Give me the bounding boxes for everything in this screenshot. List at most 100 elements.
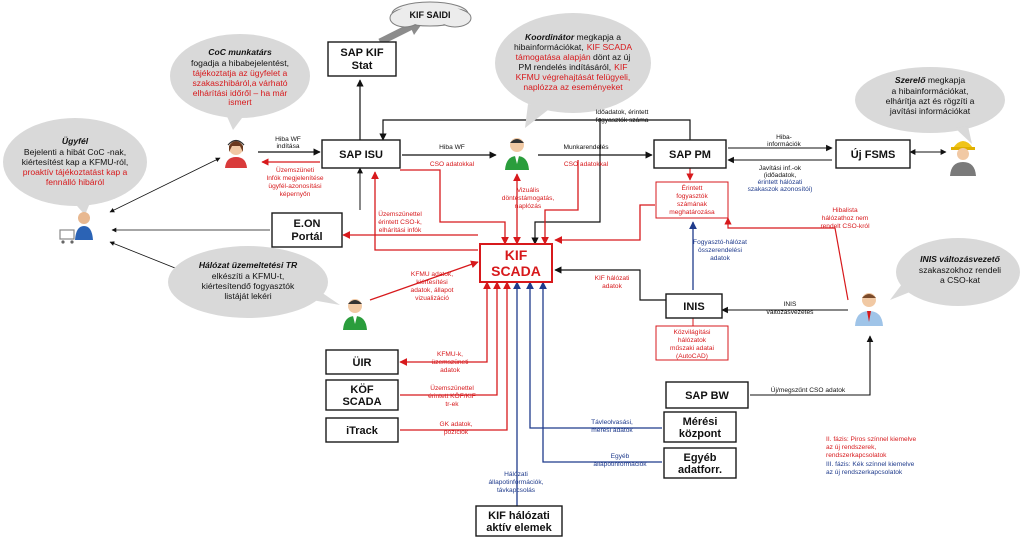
bubble-ugyfel-title: Ügyfél: [62, 136, 89, 146]
label-egyeb-allapot-2: állapotinformációk: [593, 461, 647, 468]
box-egyeb-adatforr[interactable]: Egyéb adatforr.: [663, 447, 737, 479]
bubble-szerelo-line-1: Szerelő megkapja: [895, 75, 965, 85]
box-erintett-fogyasztok[interactable]: Érintett fogyasztók számának meghatározá…: [655, 181, 729, 219]
erintett-line-3: számának: [677, 201, 708, 208]
label-uzemszunet-1: Üzemszüneti: [276, 166, 315, 174]
box-sap-bw[interactable]: SAP BW: [665, 381, 749, 409]
label-fogyaszto-halozat-2: összerendelési: [698, 247, 743, 254]
label-egyeb-allapot-1: Egyéb: [611, 453, 630, 460]
box-kozvilagitasi[interactable]: Közvilágítási hálózatok műszaki adatai (…: [655, 325, 729, 361]
erintett-line-4: meghatározása: [669, 209, 715, 216]
label-halozati-allapot-2: állapotinformációk,: [489, 479, 544, 486]
box-sap-kif-stat[interactable]: SAP KIF Stat: [327, 41, 397, 77]
bubble-koordinator: Koordinátor megkapja a hibainformációkat…: [495, 13, 651, 128]
bubble-coc-line-2: tájékoztatja az ügyfelet a: [193, 68, 288, 78]
label-fogyaszto-halozat-1: Fogyasztó-hálózat: [693, 239, 747, 246]
erintett-line-2: fogyasztók: [676, 193, 708, 200]
bubble-coc: CoC munkatárs fogadja a hibabejelentést,…: [170, 34, 310, 130]
box-uj-fsms-label: Új FSMS: [851, 148, 896, 161]
arrow-egyeb-to-scada: [539, 281, 662, 463]
bubble-halozat-line-3: listáját lekéri: [224, 291, 271, 301]
label-kfmu-adatok-3: adatok, állapot: [411, 287, 454, 294]
bubble-coc-line-4: elhárítási időről – ha már: [193, 88, 288, 98]
box-inis[interactable]: INIS: [665, 293, 723, 319]
box-uir-label: ÜIR: [353, 356, 372, 369]
label-javitasi-1: Javítási inf.-ok: [759, 165, 802, 172]
kozvilagitasi-line-4: (AutoCAD): [676, 353, 708, 360]
box-sap-pm-label: SAP PM: [669, 149, 711, 161]
bubble-koordinator-hibainfo: hibainformációkat,: [514, 42, 584, 52]
bubble-koordinator-line-6: naplózza az eseményeket: [523, 82, 623, 92]
bubble-halozat: Hálózat üzemeltetési TR elkészíti a KFMU…: [168, 246, 340, 318]
label-vizualis-3: naplózás: [515, 203, 542, 210]
box-egyeb-adatforr-line-1: Egyéb: [683, 452, 716, 464]
box-kof-scada[interactable]: KÖF SCADA: [325, 379, 399, 411]
label-kfmu-adatok-1: KFMU adatok,: [411, 271, 453, 278]
label-uzemszunettel-kof-1: Üzemszünettel: [430, 384, 474, 392]
label-tavleolvasasi-1: Távleolvasási,: [591, 419, 633, 426]
box-uir[interactable]: ÜIR: [325, 349, 399, 375]
label-uzemszunettel-portal-1: Üzemszünettel: [378, 210, 422, 218]
box-itrack[interactable]: iTrack: [325, 417, 399, 443]
box-kif-scada-line-1: KIF: [505, 247, 528, 263]
bubble-koordinator-line-5: KFMU végrehajtását felügyeli,: [516, 72, 631, 82]
box-uj-fsms[interactable]: Új FSMS: [835, 139, 911, 169]
bubble-koordinator-red-1: támogatása alapján: [516, 52, 591, 62]
bubble-ugyfel-line-2: kiértesítést kap a KFMU-ról,: [22, 157, 129, 167]
connector-labels: Hiba WF indítása Üzemszüneti Infók megje…: [266, 109, 870, 494]
bubble-ugyfel: Ügyfél Bejelenti a hibát CoC -nak, kiért…: [3, 118, 147, 215]
bubble-inis-valt-title: INIS változásvezető: [920, 254, 1001, 264]
label-tavleolvasasi-2: mérési adatok: [591, 427, 633, 434]
label-kif-halozati-adatok-2: adatok: [602, 283, 623, 290]
arrow-erintett-to-scada: [554, 204, 655, 244]
bubble-coc-line-3: szakaszhibáról,a várható: [192, 78, 287, 88]
label-vizualis-2: döntéstámogatás,: [502, 195, 555, 202]
label-hiba-informaciok-2: információk: [767, 141, 801, 148]
box-sap-isu[interactable]: SAP ISU: [321, 139, 401, 169]
box-kof-scada-line-1: KÖF: [350, 383, 374, 396]
bubble-szerelo-title-rest: megkapja: [925, 75, 965, 85]
bubble-ugyfel-line-4: fennálló hibáról: [46, 177, 104, 187]
label-uzemszunettel-kof-3: tr-ek: [445, 401, 459, 408]
label-vizualis-1: Vizuális: [517, 187, 540, 194]
label-kfmu-adatok-4: vizualizáció: [415, 295, 449, 302]
koordinator-icon: [505, 138, 529, 170]
box-eon-portal[interactable]: E.ON Portál: [271, 212, 343, 248]
bubble-szerelo-line-3: elhárítja azt és rögzíti a: [886, 96, 975, 106]
kozvilagitasi-line-3: műszaki adatai: [670, 345, 715, 352]
box-kof-scada-line-2: SCADA: [342, 396, 381, 408]
bubble-koordinator-red-2: PM rendelés indításáról,: [518, 62, 611, 72]
arrow-kof-to-scada: [400, 281, 501, 396]
bubble-ugyfel-line-1: Bejelenti a hibát CoC -nak,: [24, 147, 126, 157]
label-hiba-informaciok-1: Hiba-: [776, 134, 792, 141]
box-kif-scada[interactable]: KIF SCADA: [479, 243, 553, 283]
label-munkarendeles-2: CSO adatokkal: [564, 161, 609, 168]
bubble-koordinator-line-1: Koordinátor megkapja a: [525, 32, 621, 42]
bubble-inis-valt-line-1: szakaszokhoz rendeli: [919, 265, 1001, 275]
bubble-koordinator-title-rest: megkapja a: [574, 32, 621, 42]
label-hiba-wf-cso-1: Hiba WF: [439, 144, 465, 151]
label-inis-valt-2: változásvezetés: [767, 309, 815, 316]
erintett-line-1: Érintett: [682, 183, 703, 192]
label-kfmu-k-2: üzemszüneti: [431, 359, 469, 366]
label-javitasi-4: szakaszok azonosítói): [748, 186, 813, 193]
legend-red-1: II. fázis: Piros színnel kiemelve: [826, 436, 916, 443]
box-egyeb-adatforr-line-2: adatforr.: [678, 464, 722, 476]
box-kif-halozati-aktiv[interactable]: KIF hálózati aktív elemek: [475, 505, 563, 537]
legend-red-2: az új rendszerek,: [826, 444, 876, 451]
label-idoadatok-1: Időadatok, érintett: [596, 109, 649, 116]
label-kfmu-k-1: KFMU-k,: [437, 351, 463, 358]
label-uzemszunettel-kof-2: érintett KÖF/KIF: [428, 392, 476, 400]
bubble-szerelo: Szerelő megkapja a hibainformációkat, el…: [855, 67, 1005, 144]
label-uzemszunet-4: képernyőn: [280, 191, 311, 198]
arrow-pm-to-scada-red: [541, 160, 579, 245]
box-meresi-kozpont[interactable]: Mérési központ: [663, 411, 737, 443]
arrow-pm-to-isu: [379, 119, 691, 141]
bubble-inis-valt: INIS változásvezető szakaszokhoz rendeli…: [890, 238, 1020, 306]
bubble-koordinator-line4-red: KIF: [614, 62, 627, 72]
connectors: [109, 17, 947, 506]
box-sap-pm[interactable]: SAP PM: [653, 139, 727, 169]
szerelo-icon: [950, 141, 976, 176]
label-kfmu-adatok-2: kiértesítési: [416, 279, 448, 286]
